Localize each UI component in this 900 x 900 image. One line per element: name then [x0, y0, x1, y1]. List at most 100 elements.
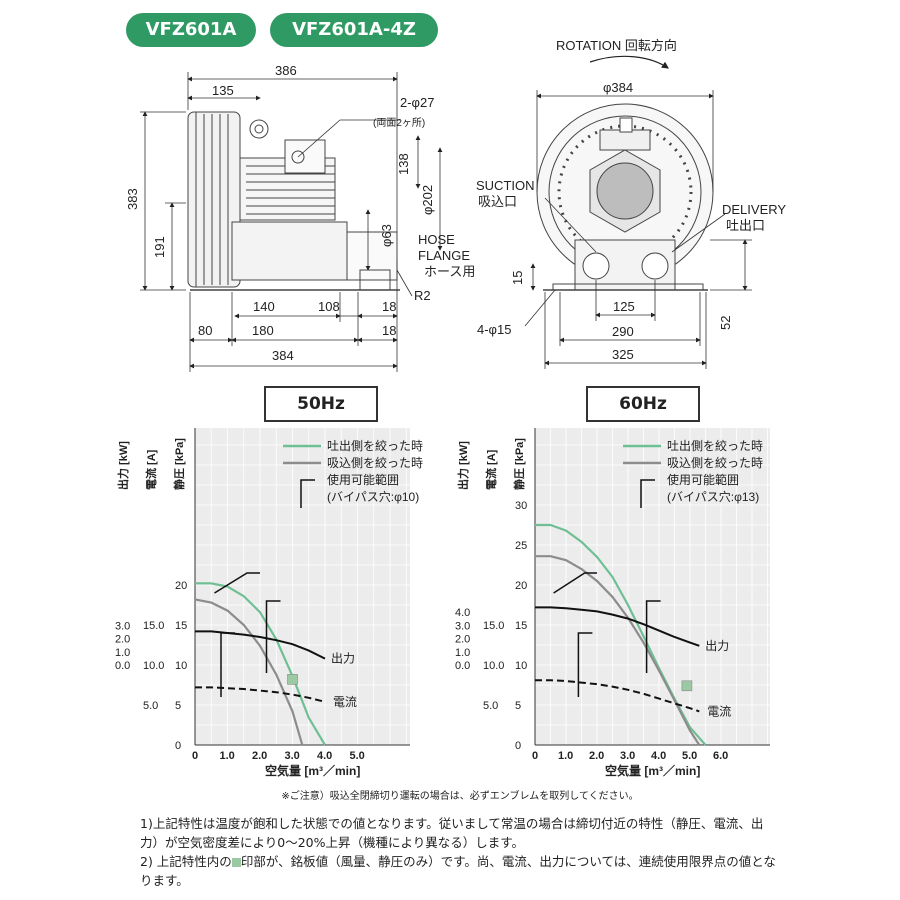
chart50-x-tick: 0	[192, 750, 198, 762]
chart60-x-label: 空気量 [m³／min]	[605, 763, 700, 778]
chart50-legend-swatch-range	[300, 479, 315, 508]
chart50-y-label-2: 出力 [kW]	[116, 441, 130, 490]
chart60-legend-bypass: (バイパス穴:φ13)	[667, 489, 759, 504]
chart60-y-tick-power: 2.0	[455, 634, 470, 646]
note-2-prefix: 2) 上記特性内の	[140, 854, 232, 869]
chart50-y-tick-kpa: 5	[175, 700, 181, 712]
chart60-y-tick-current: 5.0	[483, 700, 498, 712]
chart60-label-power: 出力	[705, 639, 729, 653]
chart50-y-tick-current: 15.0	[143, 620, 164, 632]
chart50-range-bracket-mid	[265, 600, 281, 673]
dim-325: 325	[612, 347, 634, 362]
notes-section: ※ご注意）吸込全閉締切り運転の場合は、必ずエンブレムを取列してください。 1)上…	[140, 787, 780, 890]
caution-note: ※ご注意）吸込全閉締切り運転の場合は、必ずエンブレムを取列してください。	[281, 791, 639, 802]
side-view-drawing	[187, 111, 400, 291]
dim-384: 384	[272, 348, 294, 363]
chart50-range-bracket-low	[220, 632, 235, 697]
chart50-label-current: 電流	[333, 695, 357, 709]
suction-label-jp: 吸込口	[478, 194, 517, 209]
chart60-x-tick: 6.0	[713, 750, 728, 762]
dim-290: 290	[612, 324, 634, 339]
delivery-label-jp: 吐出口	[726, 218, 765, 233]
chart60-plot-area	[535, 428, 770, 745]
chart50-legend-suction: 吸込側を絞った時	[327, 455, 423, 470]
chart60-legend-range: 使用可能範囲	[667, 472, 739, 487]
hose-label-3: ホース用	[424, 264, 475, 279]
chart50-plot-area	[195, 428, 410, 745]
chart60-y-tick-current: 15.0	[483, 620, 504, 632]
chart50-y-tick-power: 0.0	[115, 660, 130, 672]
chart50-y-tick-power: 3.0	[115, 620, 130, 632]
chart60-x-tick: 5.0	[682, 750, 697, 762]
rated-mark-swatch	[231, 858, 241, 867]
chart50-y-label-0: 静圧 [kPa]	[172, 438, 186, 490]
dim-125: 125	[613, 299, 635, 314]
dim-18a: 18	[382, 299, 396, 314]
chart50-y-tick-power: 1.0	[115, 647, 130, 659]
chart50-x-tick: 5.0	[350, 750, 365, 762]
chart50-series-line	[195, 630, 326, 660]
note-2: 2) 上記特性内の印部が、銘板値（風量、静圧のみ）です。尚、電流、出力については…	[140, 852, 780, 890]
chart50-x-tick: 4.0	[317, 750, 332, 762]
dim-202: φ202	[420, 185, 435, 215]
chart50-x-tick: 2.0	[252, 750, 267, 762]
chart50-rated-point	[287, 674, 298, 685]
chart60-x-tick: 4.0	[651, 750, 666, 762]
dim-18b: 18	[382, 323, 396, 338]
chart60-label-current: 電流	[707, 704, 731, 718]
dim-383: 383	[125, 188, 140, 210]
rotation-label: ROTATION 回転方向	[556, 38, 677, 53]
chart60-rated-point	[681, 680, 693, 692]
chart60-x-tick: 3.0	[620, 750, 635, 762]
chart60-y-label-2: 出力 [kW]	[456, 441, 470, 490]
dim-135: 135	[212, 83, 234, 98]
hose-label-1: HOSE	[418, 232, 455, 247]
chart50-legend-bypass: (バイパス穴:φ10)	[327, 489, 419, 504]
chart60-legend-discharge: 吐出側を絞った時	[667, 438, 763, 453]
chart50-range-arrow	[214, 572, 260, 594]
chart50-y-tick-power: 2.0	[115, 634, 130, 646]
delivery-label-en: DELIVERY	[722, 202, 786, 217]
note-2-body: 印部が、銘板値（風量、静圧のみ）です。尚、電流、出力については、連続使用限界点の…	[140, 854, 776, 888]
chart50-series-line	[195, 582, 326, 746]
chart60-range-bracket-low	[577, 632, 593, 697]
dim-80: 80	[198, 323, 212, 338]
chart50-x-tick: 1.0	[220, 750, 235, 762]
chart50-label-power: 出力	[331, 652, 355, 666]
model-badge-vfz601a: VFZ601A	[126, 13, 256, 47]
dim-386: 386	[275, 63, 297, 78]
chart50-y-tick-kpa: 0	[175, 740, 181, 752]
chart60-series-line	[535, 679, 700, 713]
chart50-y-tick-kpa: 10	[175, 660, 187, 672]
chart50-y-tick-kpa: 15	[175, 620, 187, 632]
chart60-legend-suction: 吸込側を絞った時	[667, 455, 763, 470]
dimension-drawings: 386 135 2-φ27 (両面2ヶ所) 138 φ202 φ63 383 1…	[125, 38, 786, 372]
chart50-x-tick: 3.0	[285, 750, 300, 762]
chart50-legend-range: 使用可能範囲	[327, 472, 399, 487]
dim-108: 108	[318, 299, 340, 314]
chart60-range-bracket-mid	[645, 600, 661, 673]
chart60-y-tick-kpa: 30	[515, 500, 527, 512]
chart60-y-tick-current: 10.0	[483, 660, 504, 672]
chart60-y-tick-kpa: 10	[515, 660, 527, 672]
chart60-x-tick: 2.0	[589, 750, 604, 762]
hose-label-2: FLANGE	[418, 248, 470, 263]
chart60-y-tick-kpa: 5	[515, 700, 521, 712]
chart60-y-tick-kpa: 25	[515, 540, 527, 552]
chart60-x-tick: 1.0	[558, 750, 573, 762]
chart60-y-tick-power: 3.0	[455, 620, 470, 632]
chart50-y-tick-kpa: 20	[175, 580, 187, 592]
dim-holes: 2-φ27	[400, 95, 434, 110]
chart60-x-tick: 0	[532, 750, 538, 762]
dim-191: 191	[152, 236, 167, 258]
dim-138: 138	[396, 153, 411, 175]
dim-phi384: φ384	[603, 80, 633, 95]
chart60-series-line	[535, 555, 701, 746]
chart50-y-tick-current: 5.0	[143, 700, 158, 712]
chart50-legend-discharge: 吐出側を絞った時	[327, 438, 423, 453]
chart60-series-line	[535, 606, 700, 647]
dim-52: 52	[718, 316, 733, 330]
model-badge-vfz601a-4z: VFZ601A-4Z	[270, 13, 438, 47]
chart60-y-label-0: 静圧 [kPa]	[512, 438, 526, 490]
